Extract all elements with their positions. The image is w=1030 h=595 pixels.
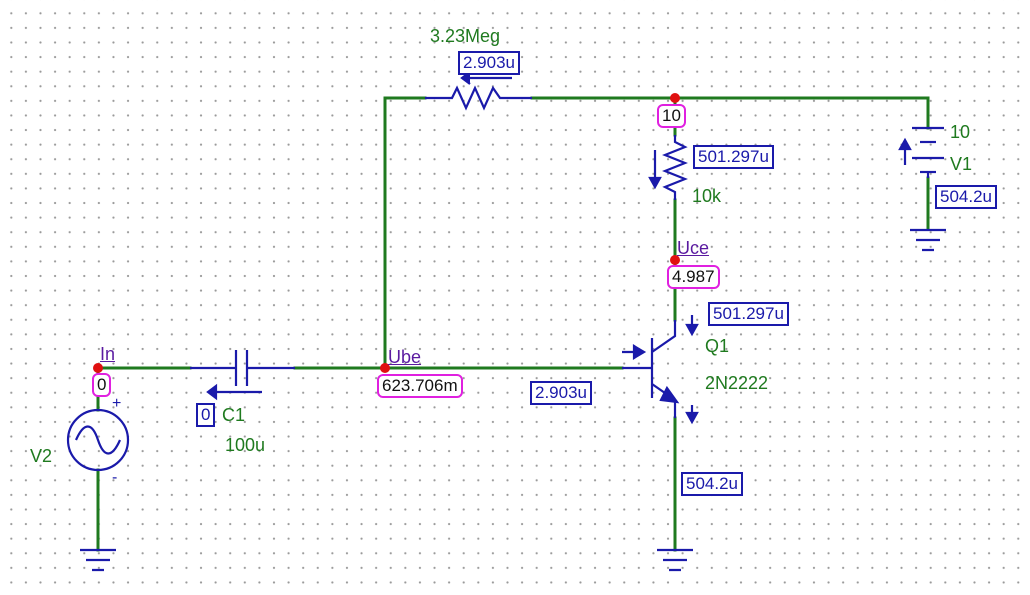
capacitor-c1-name: C1: [222, 405, 246, 425]
ac-source-v2-minus: -: [112, 469, 118, 486]
transistor-emitter-arrow-icon: [659, 385, 680, 404]
node-ube-voltage[interactable]: 623.706m: [377, 374, 463, 398]
transistor-name: Q1: [705, 336, 730, 356]
transistor-collector-current[interactable]: 501.297u: [708, 302, 789, 326]
resistor-bias-current[interactable]: 2.903u: [458, 51, 520, 75]
ac-source-v2-circle[interactable]: [66, 408, 130, 472]
probe-top-dot[interactable]: [670, 93, 680, 103]
ground-v2-icon: [80, 548, 116, 572]
battery-v1-name: V1: [950, 154, 973, 174]
transistor-collector-lead: [651, 320, 677, 353]
transistor-emitter-current[interactable]: 504.2u: [681, 472, 743, 496]
transistor-emitter-current-arrowhead-icon: [685, 411, 699, 425]
battery-v1-current[interactable]: 504.2u: [935, 185, 997, 209]
probe-uce-dot[interactable]: [670, 255, 680, 265]
resistor-bias-value: 3.23Meg: [430, 26, 501, 46]
battery-v1-arrowhead-icon: [898, 137, 912, 151]
node-uce-label: Uce: [677, 238, 710, 258]
capacitor-c1-current[interactable]: 0: [196, 403, 216, 427]
ground-emitter-icon: [657, 548, 693, 572]
transistor-base-current[interactable]: 2.903u: [530, 381, 592, 405]
node-in-voltage[interactable]: 0: [92, 373, 112, 397]
resistor-collector-current[interactable]: 501.297u: [693, 145, 774, 169]
resistor-collector-arrowhead-icon: [648, 176, 662, 190]
ac-source-v2-plus: +: [112, 395, 122, 412]
ac-source-v2-sine-icon: [74, 425, 122, 455]
battery-v1-value: 10: [950, 122, 971, 142]
node-top-voltage[interactable]: 10: [657, 104, 686, 128]
probe-ube-dot[interactable]: [380, 363, 390, 373]
transistor-collector-current-arrowhead-icon: [685, 323, 699, 337]
resistor-collector-symbol[interactable]: [662, 135, 688, 200]
capacitor-c1-value: 100u: [225, 435, 266, 455]
node-ube-label: Ube: [388, 347, 422, 367]
node-uce-voltage[interactable]: 4.987: [667, 265, 720, 289]
ac-source-v2-name: V2: [30, 446, 53, 466]
capacitor-c1-arrowhead-icon: [206, 383, 218, 401]
probe-in-dot[interactable]: [93, 363, 103, 373]
resistor-bias-symbol[interactable]: [425, 85, 532, 111]
node-in-label: In: [100, 344, 116, 364]
ground-v1-icon: [910, 228, 946, 252]
transistor-base-current-arrowhead-icon: [632, 344, 647, 360]
transistor-model: 2N2222: [705, 373, 769, 393]
resistor-collector-value: 10k: [692, 186, 722, 206]
